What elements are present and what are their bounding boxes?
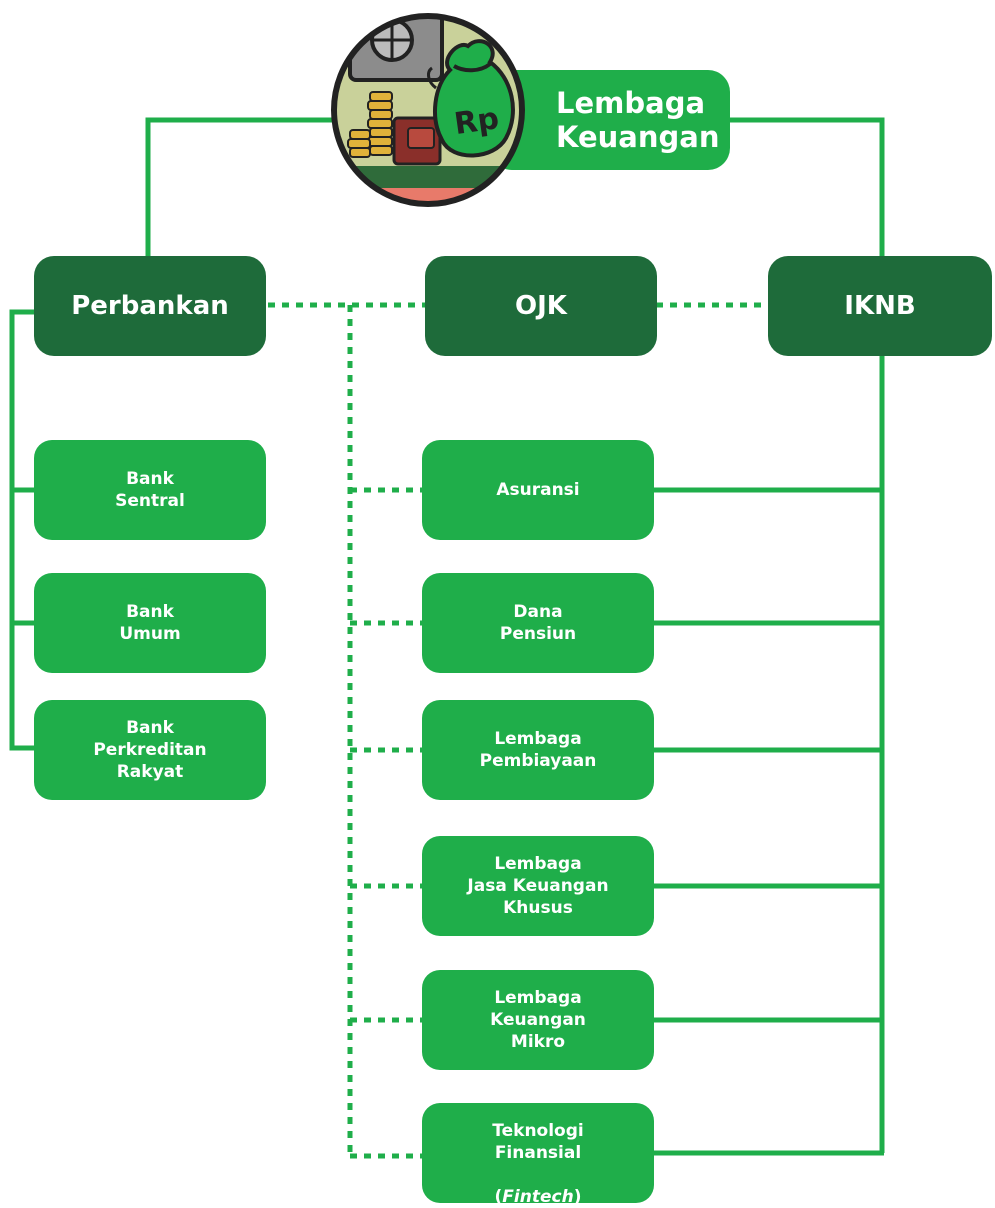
dana-pensiun-node: Dana Pensiun — [422, 573, 654, 673]
fintech-paren-open: ( — [494, 1187, 503, 1207]
perbankan-label: Perbankan — [71, 291, 229, 321]
lembaga-jasa-keuangan-khusus-label: Lembaga Jasa Keuangan Khusus — [467, 854, 609, 918]
ojk-node: OJK — [425, 256, 657, 356]
bank-perkreditan-rakyat-label: Bank Perkreditan Rakyat — [93, 718, 207, 782]
lembaga-keuangan-mikro-node: Lembaga Keuangan Mikro — [422, 970, 654, 1070]
iknb-node: IKNB — [768, 256, 992, 356]
ojk-label: OJK — [515, 291, 567, 321]
line-title-to-iknb — [728, 117, 885, 258]
title-box: Lembaga Keuangan — [490, 70, 730, 170]
money-bag-vault-icon: Rp — [331, 13, 525, 207]
asuransi-node: Asuransi — [422, 440, 654, 540]
bank-sentral-label: Bank Sentral — [115, 469, 185, 511]
teknologi-finansial-node: Teknologi Finansial (Fintech) — [422, 1103, 654, 1207]
title-line-2: Keuangan — [556, 120, 720, 154]
bank-sentral-node: Bank Sentral — [34, 440, 266, 540]
emblem-currency-label: Rp — [452, 101, 501, 142]
fintech-paren-close: ) — [573, 1187, 582, 1207]
iknb-label: IKNB — [844, 291, 916, 321]
lembaga-keuangan-mikro-label: Lembaga Keuangan Mikro — [490, 988, 586, 1052]
lembaga-jasa-keuangan-khusus-node: Lembaga Jasa Keuangan Khusus — [422, 836, 654, 936]
lembaga-pembiayaan-node: Lembaga Pembiayaan — [422, 700, 654, 800]
fintech-italic: Fintech — [502, 1187, 574, 1207]
bank-umum-label: Bank Umum — [119, 602, 181, 644]
dana-pensiun-label: Dana Pensiun — [499, 602, 577, 644]
lembaga-pembiayaan-label: Lembaga Pembiayaan — [479, 729, 597, 771]
teknologi-finansial-label: Teknologi Finansial (Fintech) — [492, 1098, 583, 1208]
line-title-to-perbankan — [145, 117, 340, 258]
perbankan-node: Perbankan — [34, 256, 266, 356]
bank-umum-node: Bank Umum — [34, 573, 266, 673]
asuransi-label: Asuransi — [496, 480, 580, 500]
title-line-1: Lembaga — [556, 86, 706, 120]
bank-perkreditan-rakyat-node: Bank Perkreditan Rakyat — [34, 700, 266, 800]
line-perbankan-bracket — [9, 309, 36, 751]
teknologi-finansial-main: Teknologi Finansial — [492, 1121, 584, 1163]
